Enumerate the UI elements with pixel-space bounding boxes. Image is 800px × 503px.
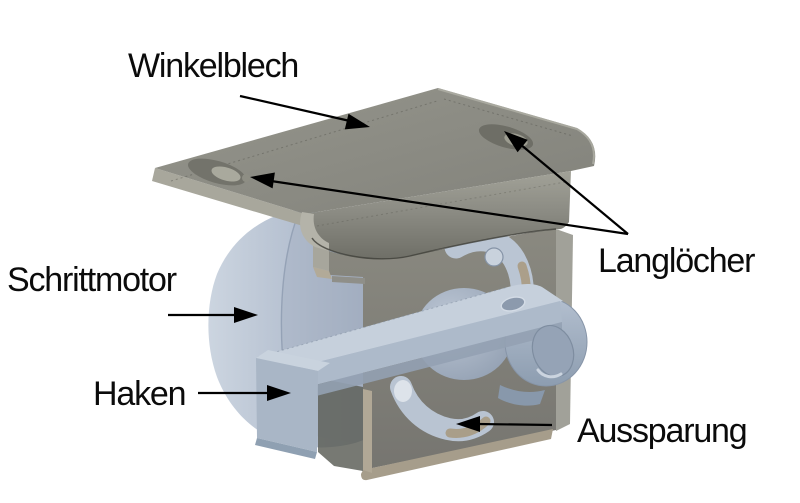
hook-block-top-face [256, 350, 330, 371]
hook-block-front-face [256, 358, 318, 452]
arm-under-step [498, 385, 545, 406]
leader-schrittmotor [168, 307, 258, 323]
hook-block-bottom-edge [255, 438, 317, 459]
slotted-hole-left-notch [242, 174, 250, 182]
label-langloecher: Langlöcher [598, 242, 755, 280]
arm-top-edge-line [257, 286, 509, 358]
label-haken: Haken [93, 375, 187, 413]
leader-haken [198, 385, 291, 401]
arm-front-face [282, 301, 562, 393]
vertical-plate-bottom-edge-face [361, 429, 553, 481]
plate-notch-bottom-edge [332, 276, 365, 284]
flange-bend-bottom-line [311, 228, 557, 260]
arrowhead-schrittmotor [234, 307, 258, 323]
vertical-plate-left-edge-face [363, 389, 372, 473]
label-schrittmotor: Schrittmotor [7, 261, 177, 299]
slotted-hole-left [188, 158, 250, 186]
arm-small-hole [500, 296, 526, 312]
arrowhead-winkelblech [344, 113, 370, 130]
plate-notch-cap [313, 267, 332, 279]
leader-winkelblech [239, 94, 370, 130]
flange-bend-left-curl [300, 212, 329, 251]
arm-end-hole-rim-highlight [536, 368, 563, 379]
leader-aussparung [456, 416, 553, 432]
arrowhead-aussparung [456, 416, 480, 432]
arm-top-face [258, 284, 563, 371]
flange-back-edge-rim [437, 88, 595, 165]
leader-langloch-left [250, 172, 629, 236]
flange-bend-crease [316, 181, 566, 227]
arrowhead-langloch-right [504, 131, 528, 153]
label-winkelblech: Winkelblech [128, 47, 299, 85]
arrowhead-langloch-left [250, 172, 275, 189]
arm-bottom-edge [284, 322, 562, 404]
hook-arm [255, 284, 588, 459]
arm-end-hole [531, 324, 575, 378]
plate-shadow [318, 378, 363, 471]
leader-langloch-right [504, 131, 629, 235]
plate-notch-edge-face [313, 243, 329, 271]
arrowhead-haken [267, 385, 291, 401]
label-aussparung: Aussparung [577, 412, 748, 450]
slotted-hole-left-inner [211, 166, 241, 182]
flange-front-edge-face [152, 168, 305, 226]
annotations [168, 94, 629, 432]
slot-lower-highlight [394, 380, 412, 402]
slot-upper-pin [484, 247, 504, 267]
flange-stipple-right [443, 98, 574, 137]
flange-bend-face [305, 171, 571, 259]
